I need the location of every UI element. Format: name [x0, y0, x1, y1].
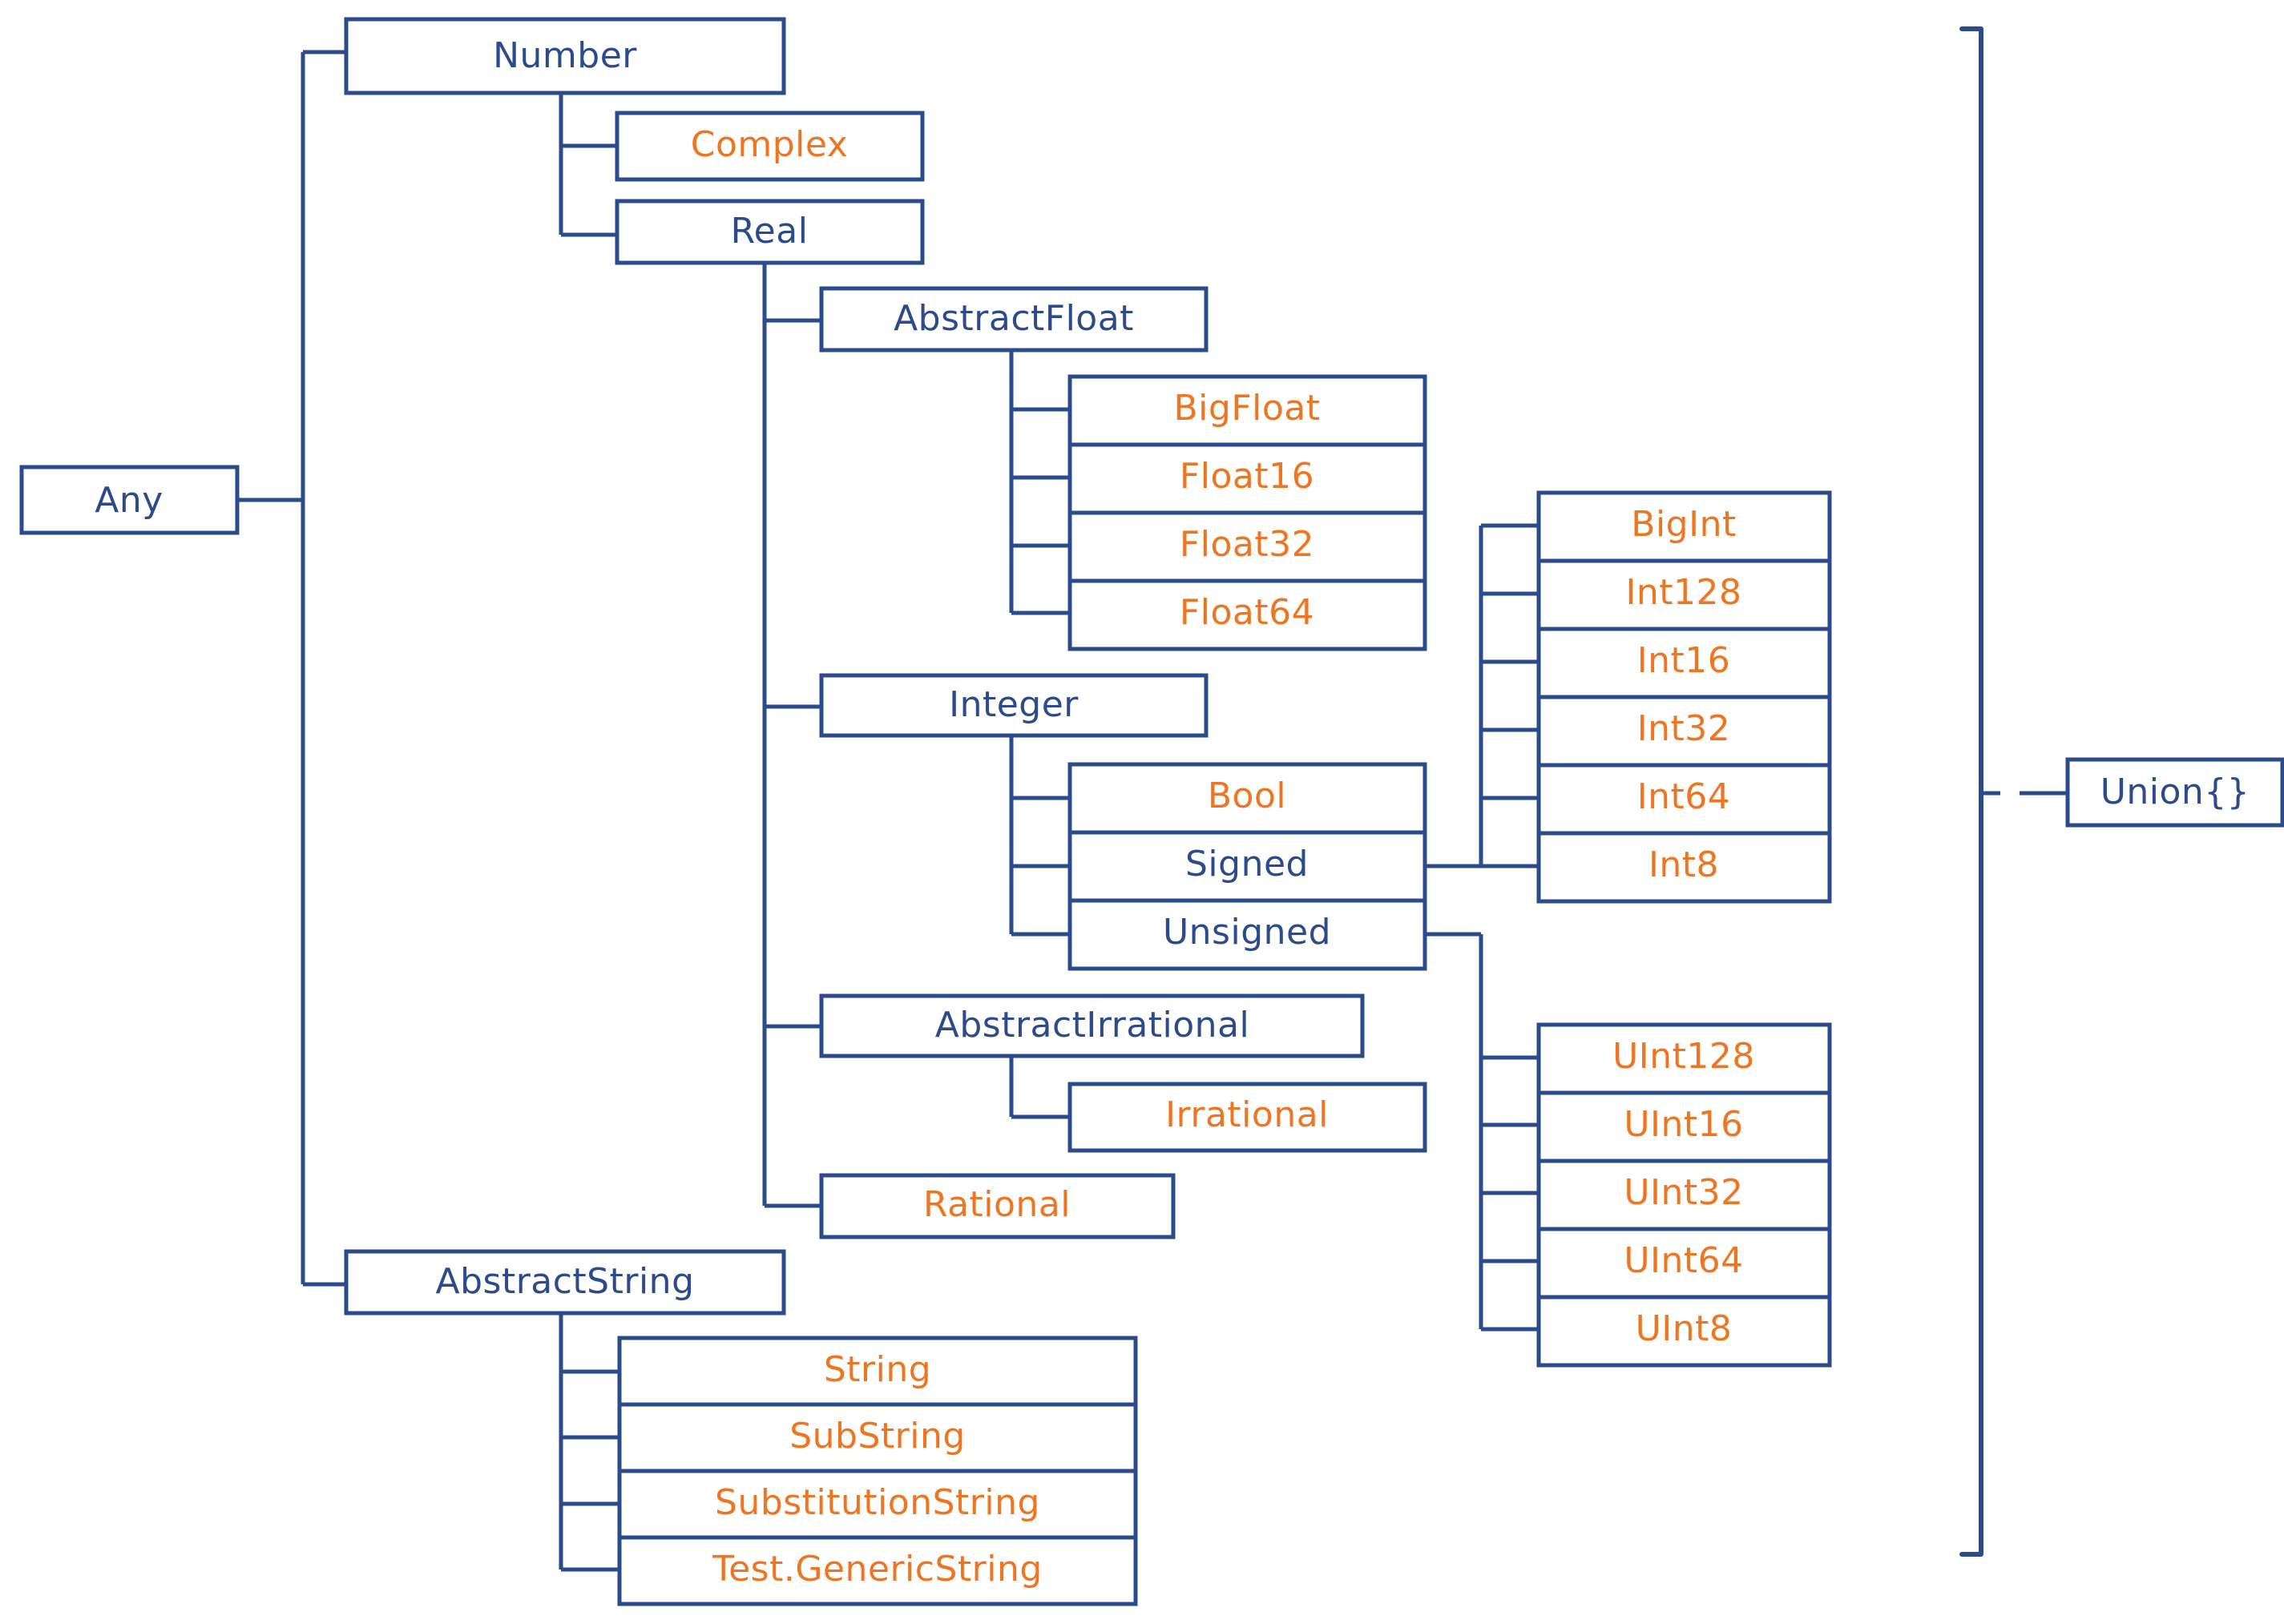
node-int128-label: Int128 [1625, 572, 1741, 613]
node-rational-label: Rational [923, 1184, 1071, 1225]
node-uint32-label: UInt32 [1624, 1172, 1743, 1213]
node-testgenericstring[interactable]: Test.GenericString [617, 1535, 1138, 1606]
edge-abstractfloat-to-children [1009, 349, 1070, 615]
node-signed[interactable]: Signed [1067, 830, 1427, 903]
node-testgenericstring-label: Test.GenericString [712, 1549, 1043, 1590]
node-bigint-label: BigInt [1631, 504, 1736, 545]
union-collector-brace [1959, 26, 1983, 1557]
node-bigfloat[interactable]: BigFloat [1067, 374, 1427, 447]
node-int16[interactable]: Int16 [1536, 627, 1832, 699]
node-uint128[interactable]: UInt128 [1536, 1022, 1832, 1095]
node-int8[interactable]: Int8 [1536, 831, 1832, 904]
node-int16-label: Int16 [1637, 640, 1731, 681]
node-integer[interactable]: Integer [819, 673, 1209, 738]
node-layer: Any Number Complex Real AbstractFloat Bi… [19, 17, 2284, 1606]
node-real[interactable]: Real [615, 199, 925, 265]
node-uint8-label: UInt8 [1636, 1308, 1733, 1349]
node-union-label: Union{} [2100, 772, 2250, 812]
node-unsigned-label: Unsigned [1163, 912, 1331, 953]
edge-unsigned-to-uint-types [1419, 932, 1539, 1332]
node-int8-label: Int8 [1648, 844, 1719, 885]
node-uint16-label: UInt16 [1624, 1104, 1743, 1145]
edge-layer [237, 26, 2068, 1572]
node-float64-label: Float64 [1180, 592, 1314, 633]
node-uint8[interactable]: UInt8 [1536, 1295, 1832, 1368]
node-float32-label: Float32 [1180, 524, 1314, 565]
node-int64-label: Int64 [1637, 776, 1731, 817]
edge-signed-to-int-types [1419, 523, 1539, 868]
node-float16-label: Float16 [1180, 456, 1314, 497]
node-substring[interactable]: SubString [617, 1402, 1138, 1473]
node-real-label: Real [731, 211, 809, 252]
node-substring-label: SubString [789, 1416, 966, 1457]
node-abstractfloat-label: AbstractFloat [894, 298, 1134, 339]
node-string[interactable]: String [617, 1336, 1138, 1407]
node-abstractirrational[interactable]: AbstractIrrational [819, 993, 1365, 1058]
edge-any-to-children [237, 50, 346, 1287]
node-substitutionstring-label: SubstitutionString [715, 1482, 1040, 1523]
node-any-label: Any [95, 480, 163, 521]
node-bigint[interactable]: BigInt [1536, 490, 1832, 563]
node-string-label: String [824, 1349, 931, 1390]
node-irrational-label: Irrational [1165, 1094, 1329, 1135]
node-abstractstring-label: AbstractString [435, 1261, 694, 1302]
node-abstractirrational-label: AbstractIrrational [935, 1005, 1250, 1046]
node-bigfloat-label: BigFloat [1173, 388, 1320, 429]
node-float16[interactable]: Float16 [1067, 442, 1427, 515]
node-uint128-label: UInt128 [1612, 1036, 1755, 1077]
node-int32[interactable]: Int32 [1536, 695, 1832, 768]
node-bool-label: Bool [1208, 776, 1286, 816]
node-abstractstring[interactable]: AbstractString [344, 1249, 786, 1316]
node-signed-label: Signed [1185, 844, 1309, 885]
node-irrational[interactable]: Irrational [1067, 1082, 1427, 1153]
node-uint64[interactable]: UInt64 [1536, 1227, 1832, 1300]
edge-integer-to-children [1009, 735, 1070, 937]
node-unsigned[interactable]: Unsigned [1067, 898, 1427, 971]
node-union[interactable]: Union{} [2065, 757, 2284, 828]
node-substitutionstring[interactable]: SubstitutionString [617, 1469, 1138, 1540]
node-uint16[interactable]: UInt16 [1536, 1090, 1832, 1163]
edge-abstractirrational-to-irrational [1009, 1055, 1070, 1119]
node-number-label: Number [493, 35, 637, 76]
node-number[interactable]: Number [344, 17, 786, 95]
node-float32[interactable]: Float32 [1067, 510, 1427, 583]
node-complex-label: Complex [691, 124, 849, 165]
node-rational[interactable]: Rational [819, 1173, 1176, 1239]
node-int128[interactable]: Int128 [1536, 558, 1832, 631]
node-bool[interactable]: Bool [1067, 762, 1427, 835]
node-int64[interactable]: Int64 [1536, 763, 1832, 836]
node-float64[interactable]: Float64 [1067, 578, 1427, 651]
node-uint32[interactable]: UInt32 [1536, 1159, 1832, 1231]
edge-number-to-children [559, 93, 617, 237]
node-any[interactable]: Any [19, 465, 240, 535]
edge-abstractstring-to-children [559, 1312, 619, 1572]
node-uint64-label: UInt64 [1624, 1240, 1743, 1281]
node-complex[interactable]: Complex [615, 111, 925, 182]
node-abstractfloat[interactable]: AbstractFloat [819, 286, 1209, 353]
node-integer-label: Integer [949, 684, 1079, 725]
node-int32-label: Int32 [1637, 708, 1731, 749]
edge-real-to-children [762, 262, 821, 1208]
